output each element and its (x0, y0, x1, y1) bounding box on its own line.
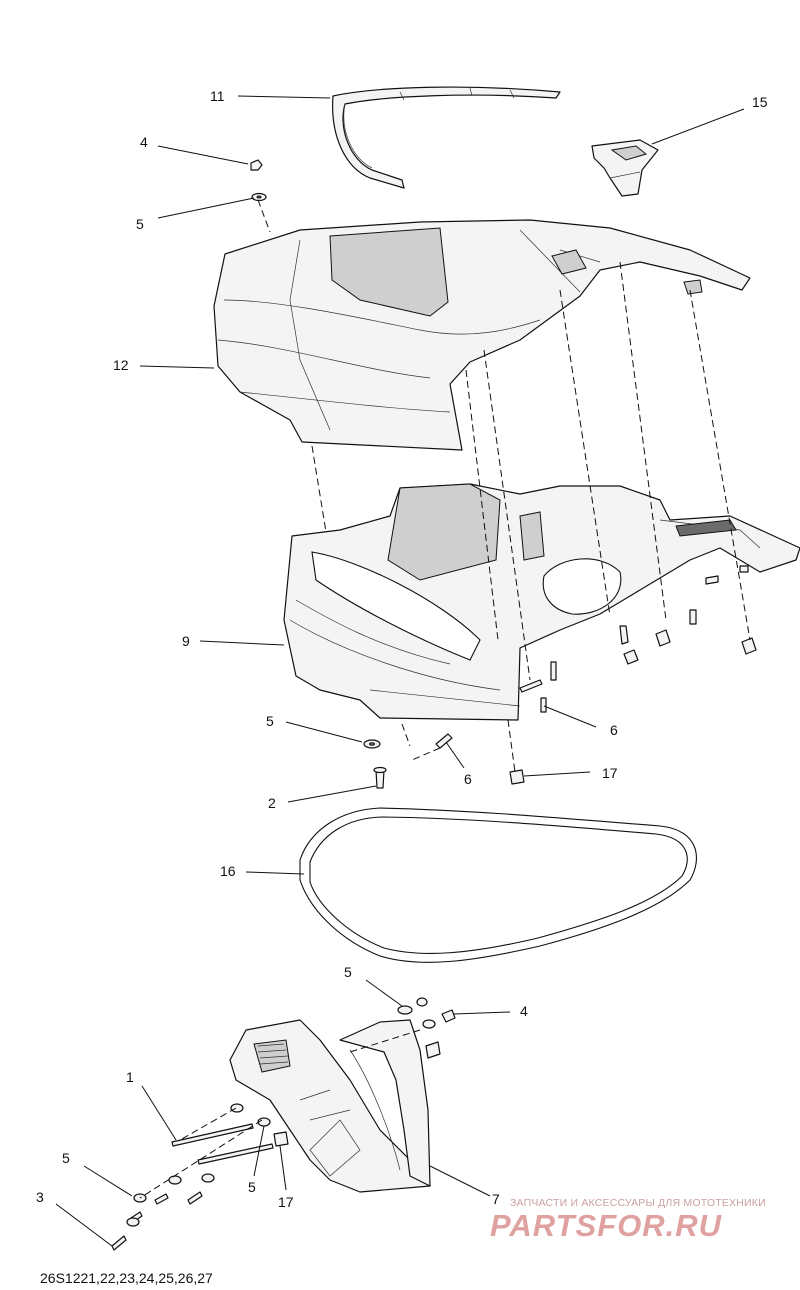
lower-bolts (111, 1123, 274, 1251)
watermark-logo: PARTSFOR.RU (490, 1208, 723, 1243)
callout-labels: 11 15 4 5 12 9 5 6 6 17 2 16 5 4 1 5 3 5… (36, 88, 768, 1210)
callout-16: 16 (220, 863, 236, 879)
callout-3: 3 (36, 1189, 44, 1205)
washer-5-mid (363, 739, 381, 749)
callout-4-low: 4 (520, 1003, 528, 1019)
callout-5-left: 5 (62, 1150, 70, 1166)
part-7-bracket (229, 1019, 431, 1193)
bumper-17-mid (509, 769, 525, 785)
callout-9: 9 (182, 633, 190, 649)
part-12-upper-cover (213, 219, 751, 451)
callout-6-right: 6 (610, 722, 618, 738)
callout-17-mid: 17 (602, 765, 618, 781)
part-9-housing (283, 483, 800, 721)
callout-5-bot: 5 (248, 1179, 256, 1195)
callout-6-mid: 6 (464, 771, 472, 787)
callout-2: 2 (268, 795, 276, 811)
part-16-seal (299, 807, 697, 963)
fastener-group-mid (519, 565, 757, 713)
callout-5-mid: 5 (266, 713, 274, 729)
callout-17-bot: 17 (278, 1194, 294, 1210)
watermark-tagline: ЗАПЧАСТИ И АКСЕССУАРЫ ДЛЯ МОТОТЕХНИКИ (510, 1197, 766, 1209)
washer-5-top (251, 192, 267, 202)
callout-11: 11 (210, 88, 225, 104)
lower-small-hardware (230, 997, 456, 1147)
callout-15: 15 (752, 94, 768, 110)
nut-4-top (250, 159, 263, 171)
callout-5-top: 5 (136, 216, 144, 232)
callout-1: 1 (126, 1069, 134, 1085)
callout-12: 12 (113, 357, 129, 373)
screw-6-mid (435, 733, 453, 749)
callout-7: 7 (492, 1191, 500, 1207)
part-11-trim (332, 86, 561, 189)
diagram-code: 26S1221,22,23,24,25,26,27 (40, 1270, 213, 1286)
leader-lines (55, 95, 745, 1247)
assembly-lines (139, 199, 751, 1199)
bolt-2 (373, 766, 387, 789)
callout-4-top: 4 (140, 134, 148, 150)
part-15-clip (591, 139, 659, 197)
callout-5-low: 5 (344, 964, 352, 980)
watermark-logo-text: PARTSFOR.RU (490, 1208, 723, 1243)
